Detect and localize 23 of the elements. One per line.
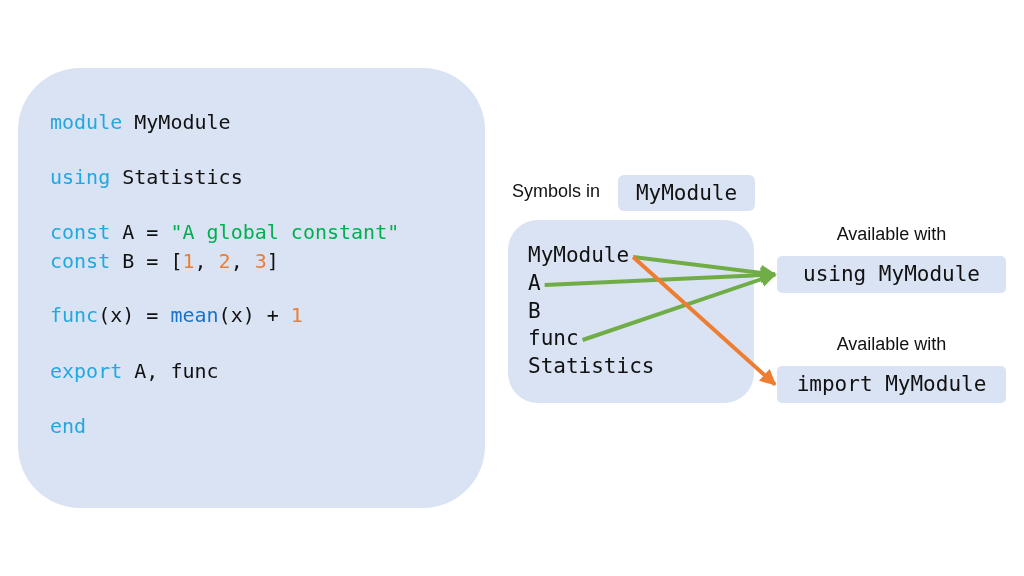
arrow: [631, 255, 777, 386]
heading-text: Symbols in: [512, 181, 601, 202]
code-line: const A = "A global constant": [50, 219, 400, 246]
code-line: const B = [1, 2, 3]: [50, 248, 279, 275]
symbols-panel: [508, 220, 754, 403]
code-panel: [18, 68, 485, 508]
code-label: [618, 175, 755, 211]
symbol-name: MyModule: [528, 242, 630, 268]
caption-text: Available with: [835, 334, 948, 355]
symbol-name: A: [528, 270, 541, 296]
symbol-name: Statistics: [528, 353, 655, 379]
caption-text: Available with: [835, 224, 948, 245]
module-name: import MyModule: [795, 371, 988, 398]
module-name: MyModule: [634, 180, 739, 207]
code-line: module MyModule: [50, 109, 231, 136]
symbol-name: B: [528, 298, 541, 324]
module-name: using MyModule: [802, 261, 981, 288]
code-line: using Statistics: [50, 164, 243, 191]
code-line: end: [50, 413, 87, 440]
arrow: [581, 271, 777, 342]
symbol-name: func: [528, 325, 579, 351]
code-line: export A, func: [50, 358, 219, 385]
code-line: func(x) = mean(x) + 1: [50, 302, 303, 329]
